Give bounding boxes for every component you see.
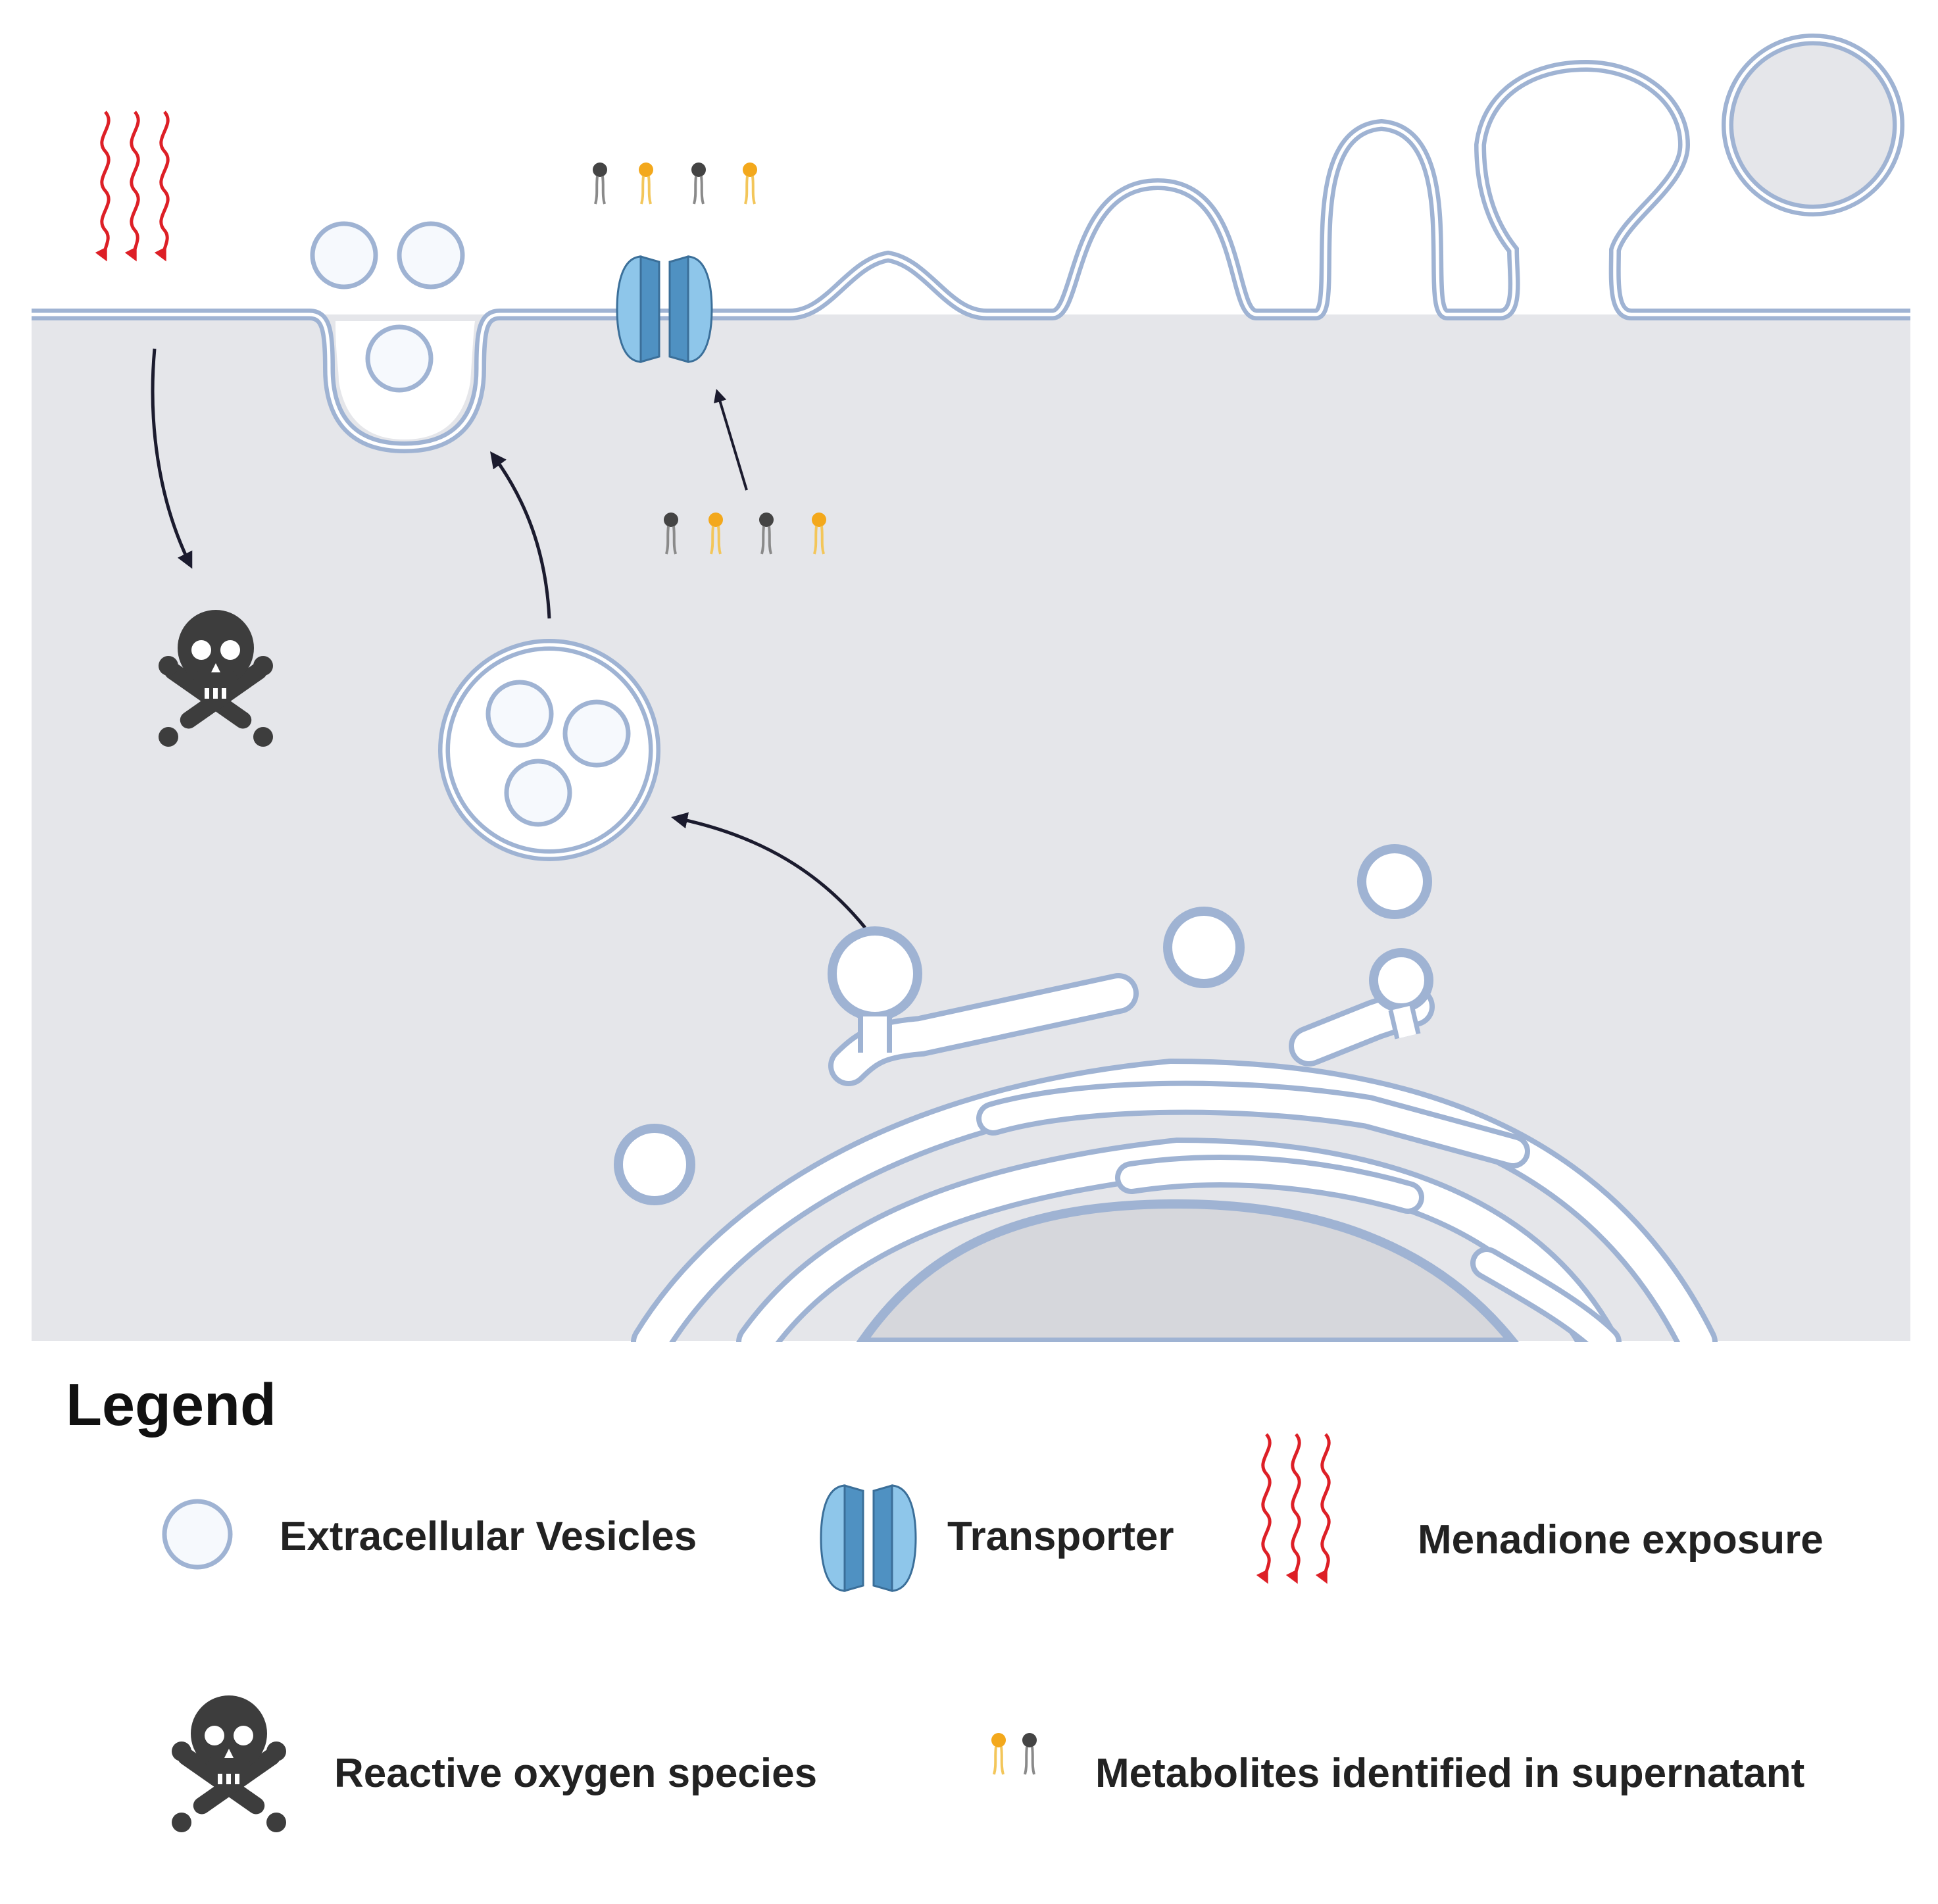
nucleus [853,1199,1523,1347]
legend-label-metabolites: Metabolites identified in supernatant [1095,1751,1805,1796]
legend-panel [32,1342,1910,1904]
arrow-menadione-to-ros [151,348,193,569]
legend-title: Legend [66,1372,277,1438]
legend-label-menadione-exposure: Menadione exposure [1418,1517,1824,1563]
arrow-golgi-to-mvb [671,812,866,929]
menadione-waves-icon [102,112,168,258]
budding-vesicles [614,844,1433,1205]
legend-label-reactive-oxygen-species: Reactive oxygen species [334,1751,818,1796]
multivesicular-body [438,639,660,861]
metabolites-extracellular [591,161,758,205]
arrow-mvb-to-membrane [490,451,551,619]
vesicle-circle-icon [162,1499,233,1570]
legend-label-extracellular-vesicles: Extracellular Vesicles [280,1514,697,1559]
cytoplasm-region [32,314,1910,1341]
arrow-metabolites-to-transporter [714,389,748,491]
legend-label-transporter: Transporter [947,1514,1174,1559]
extracellular-vesicles-outside [310,221,465,393]
